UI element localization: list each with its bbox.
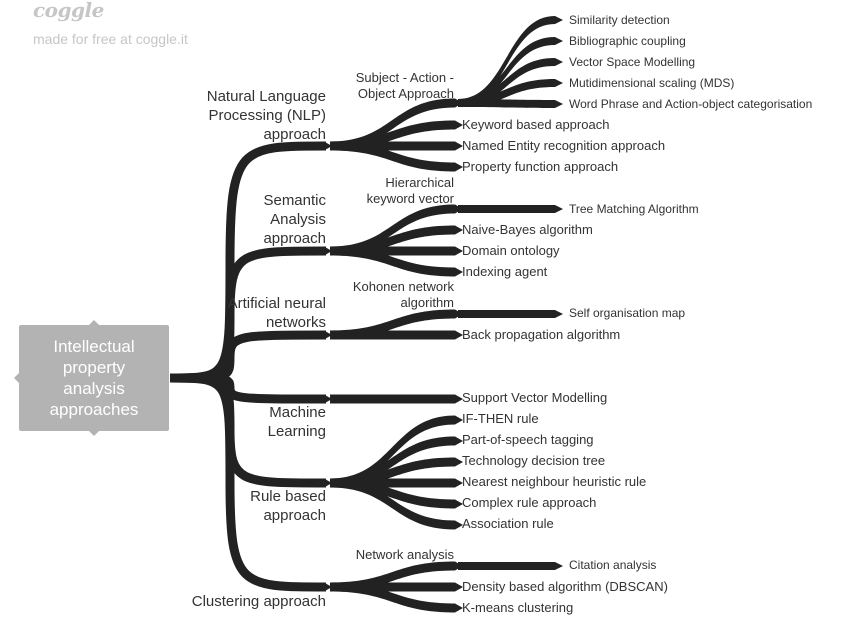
leaf-keyword[interactable]: Keyword based approach [462,117,610,132]
leaf-property[interactable]: Property function approach [462,159,619,174]
edge-ann-arrow [324,330,332,340]
branch-rule[interactable]: Rule based approach [250,488,326,524]
leaf-svm[interactable]: Support Vector Modelling [462,390,608,405]
edge-netanalysis-0 [458,562,563,570]
leaf-if-then[interactable]: IF-THEN rule [462,411,539,426]
edge-sao-2 [458,58,563,107]
node-kohonen[interactable]: Kohonen network algorithm [352,279,454,310]
leaf-tree-matching[interactable]: Tree Matching Algorithm [569,202,699,216]
edge-sao-0 [458,16,563,107]
edge-clustering-arrow [324,582,332,592]
node-hkv[interactable]: Hierarchical keyword vector [366,175,454,206]
edge-nlp-3 [330,141,463,172]
edge-nlp-arrow [324,141,332,151]
edge-sao-4 [458,99,563,108]
edge-ml-0 [330,394,463,404]
edge-clustering [169,373,327,592]
edge-rule-1 [330,436,463,488]
leaf-dbscan[interactable]: Density based algorithm (DBSCAN) [462,579,668,594]
leaf-tech-tree[interactable]: Technology decision tree [462,453,606,468]
leaf-naive-bayes[interactable]: Naive-Bayes algorithm [462,222,593,237]
edge-kohonen-0 [458,310,563,318]
edge-ml-arrow [324,394,332,404]
leaf-backprop[interactable]: Back propagation algorithm [462,327,621,342]
leaf-pos-tagging[interactable]: Part-of-speech tagging [462,432,594,447]
branch-clustering[interactable]: Clustering approach [191,593,326,610]
edge-hkv-0 [458,205,563,213]
root-handle-left[interactable] [9,373,19,383]
leaf-mds[interactable]: Mutidimensional scaling (MDS) [569,76,735,90]
branch-nlp[interactable]: Natural Language Processing (NLP) approa… [206,88,326,143]
coggle-tagline[interactable]: made for free at coggle.it [33,31,188,47]
node-network-analysis[interactable]: Network analysis [355,547,454,562]
edge-semantic-3 [330,246,463,277]
leaf-complex-rule[interactable]: Complex rule approach [462,495,597,510]
edge-clustering-2 [330,582,463,613]
leaf-kmeans[interactable]: K-means clustering [462,600,574,615]
node-sao[interactable]: Subject - Action - Object Approach [355,70,454,101]
leaf-som[interactable]: Self organisation map [569,306,686,320]
leaf-similarity[interactable]: Similarity detection [569,13,670,27]
leaf-ner[interactable]: Named Entity recognition approach [462,138,666,153]
edge-semantic-arrow [324,246,332,256]
leaf-word-phrase[interactable]: Word Phrase and Action-object categorisa… [569,97,813,111]
edge-nlp-0 [330,98,463,151]
edge-ann [169,330,327,383]
leaf-domain-ontology[interactable]: Domain ontology [462,243,560,258]
leaf-association-rule[interactable]: Association rule [462,516,554,531]
coggle-logo[interactable]: coggle [33,0,104,22]
root-label: Intellectual property analysis approache… [49,337,139,419]
root-handle-bottom[interactable] [89,431,99,441]
branch-semantic[interactable]: Semantic Analysis approach [263,192,326,247]
leaf-nearest-neighbour[interactable]: Nearest neighbour heuristic rule [462,474,647,489]
root-handle-top[interactable] [89,315,99,325]
edge-semantic-0 [330,204,463,256]
leaf-vsm[interactable]: Vector Space Modelling [569,55,696,69]
leaf-indexing-agent[interactable]: Indexing agent [462,264,548,279]
edge-rule-arrow [324,478,332,488]
branch-ml[interactable]: Machine Learning [267,404,326,440]
edge-rule-0 [330,415,463,488]
root-node[interactable]: Intellectual property analysis approache… [14,320,169,436]
leaf-citation[interactable]: Citation analysis [569,558,657,572]
edge-rule-5 [330,478,463,530]
edge-ann-1 [330,330,463,340]
edge-sao-1 [458,37,563,107]
leaf-bibliographic[interactable]: Bibliographic coupling [569,34,686,48]
branch-ann[interactable]: Artificial neural networks [227,295,326,331]
